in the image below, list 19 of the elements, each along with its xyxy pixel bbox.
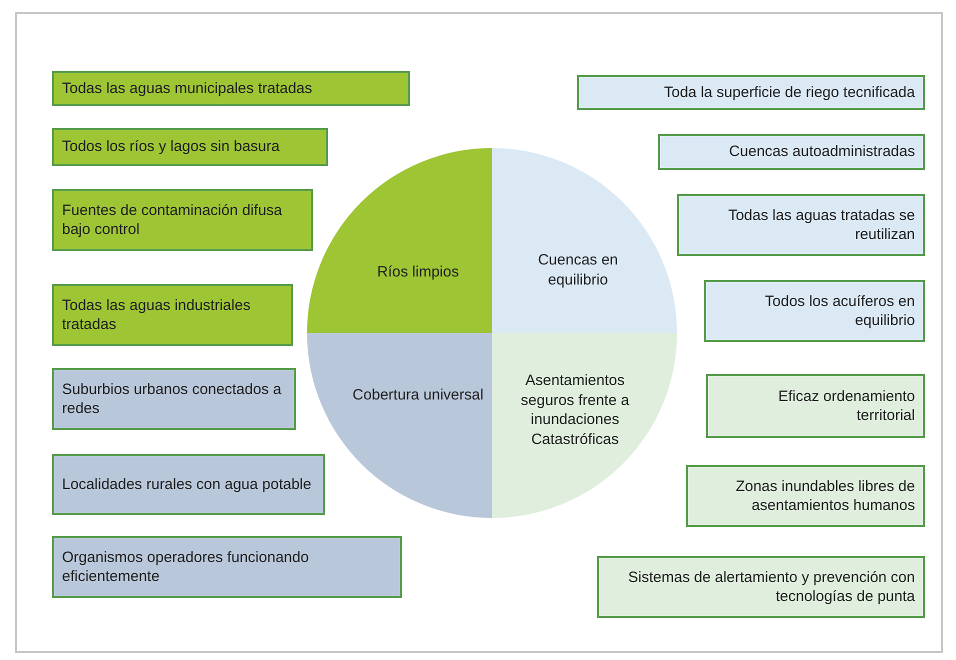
goal-box: Todos los acuíferos en equilibrio bbox=[704, 280, 925, 342]
goal-box: Todas las aguas industriales tratadas bbox=[52, 284, 293, 346]
goal-box: Eficaz ordenamiento territorial bbox=[706, 374, 925, 438]
goal-box: Suburbios urbanos conectados a redes bbox=[52, 368, 296, 430]
pie-quadrant bbox=[492, 148, 677, 333]
goal-box: Organismos operadores funcionando eficientemente bbox=[52, 536, 402, 598]
goal-box: Todas las aguas tratadas se reutilizan bbox=[677, 194, 925, 256]
quadrant-label: Asentamientos seguros frente a inundaciones Catastróficas bbox=[520, 371, 630, 449]
quadrant-label: Ríos limpios bbox=[376, 262, 460, 282]
goal-box: Todas las aguas municipales tratadas bbox=[52, 71, 410, 106]
goal-box: Sistemas de alertamiento y prevención con tecnologías de punta bbox=[597, 556, 925, 618]
goal-box: Localidades rurales con agua potable bbox=[52, 454, 325, 515]
goal-box: Cuencas autoadministradas bbox=[658, 134, 925, 170]
quadrant-label: Cuencas en equilibrio bbox=[536, 250, 620, 290]
quadrant-label: Cobertura universal bbox=[352, 385, 484, 405]
goal-box: Fuentes de contaminación difusa bajo control bbox=[52, 189, 313, 251]
goal-box: Todos los ríos y lagos sin basura bbox=[52, 128, 328, 166]
goal-box: Toda la superficie de riego tecnificada bbox=[577, 75, 925, 110]
goal-box: Zonas inundables libres de asentamientos humanos bbox=[686, 465, 925, 527]
